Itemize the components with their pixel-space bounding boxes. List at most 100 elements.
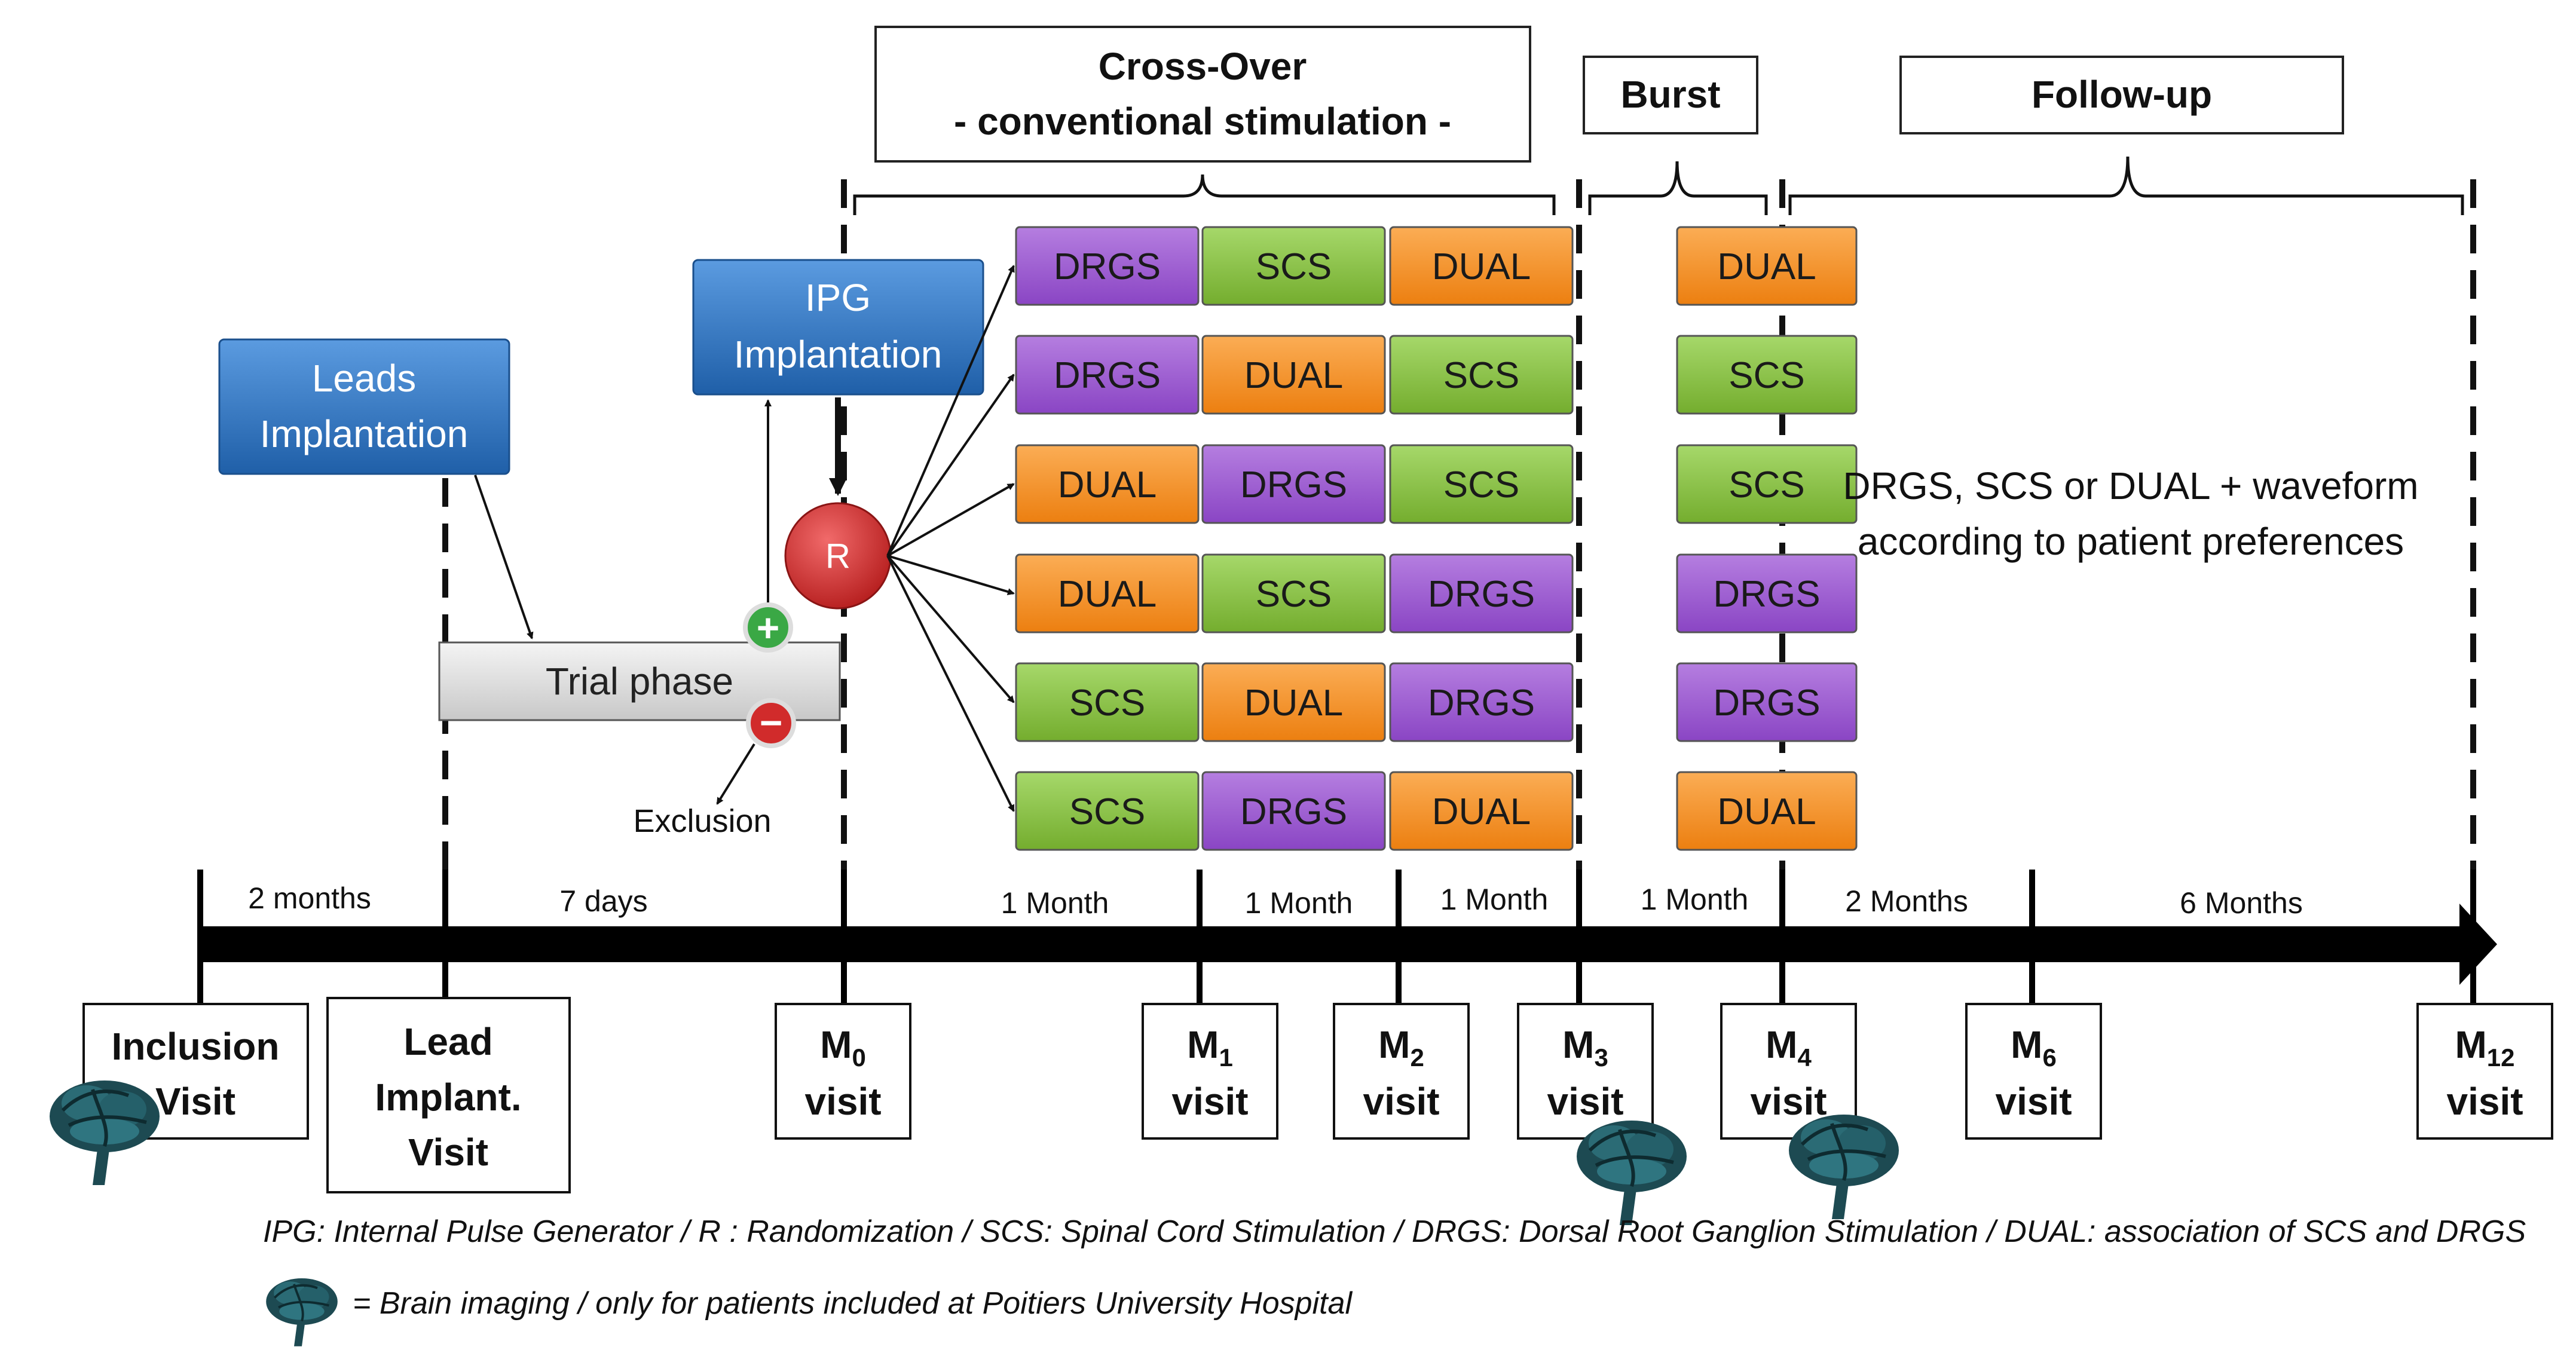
duration-label: 1 Month (1641, 883, 1749, 916)
randomization-arrow (886, 265, 1015, 556)
randomization-arrows (886, 265, 1015, 812)
visit-word: visit (1363, 1080, 1439, 1123)
sequence-label: DRGS (1054, 246, 1161, 287)
sequence-block-dual (1015, 553, 1200, 633)
visit-lead-implant: Lead Implant. Visit (326, 997, 571, 1193)
ipg-label-2: Implantation (734, 333, 943, 376)
sequence-label: SCS (1443, 464, 1519, 506)
crossover-brace (853, 174, 1556, 215)
ipg-implantation-box (692, 259, 984, 396)
sequence-grid: DRGS SCS DUAL DUAL DRGS DUAL SCS SCS DUAL DRGS SCS… (1015, 226, 1858, 851)
minus-symbol: − (760, 700, 783, 745)
sequence-block-dual (1201, 662, 1386, 742)
sequence-label: DUAL (1058, 464, 1157, 506)
randomization-label: R (825, 537, 850, 576)
visit-word: visit (1995, 1080, 2072, 1123)
sequence-label: DRGS (1713, 682, 1820, 724)
duration-label: 2 Months (1845, 884, 1968, 918)
brain-icon (1577, 1121, 1687, 1225)
randomization-arrow (887, 483, 1015, 557)
leads-label-2: Implantation (260, 412, 469, 455)
sequence-block-scs (1389, 335, 1574, 415)
trial-to-exclusion-arrow (716, 743, 755, 805)
visit-word: visit (1171, 1080, 1248, 1123)
burst-brace (1588, 161, 1768, 215)
followup-brace (1788, 156, 2464, 215)
sequence-label: SCS (1256, 574, 1332, 615)
crossover-subtitle: - conventional stimulation - (954, 100, 1451, 143)
exclusion-label: Exclusion (633, 803, 771, 839)
sequence-label: SCS (1256, 246, 1332, 287)
m-visit-boxes: M0visitM1visitM2visitM3visitM4visitM6vis… (775, 1003, 2553, 1140)
sequence-label: SCS (1443, 355, 1519, 396)
duration-label: 1 Month (1440, 883, 1549, 916)
sequence-label: DUAL (1058, 574, 1157, 615)
visit-word: visit (2446, 1080, 2523, 1123)
sequence-block-scs (1015, 662, 1200, 742)
sequence-block-drgs (1389, 662, 1574, 742)
duration-label: 1 Month (1001, 886, 1109, 920)
sequence-label: DRGS (1428, 574, 1535, 615)
visit-month-label: M0 (820, 1023, 866, 1072)
timeline-bar (200, 926, 2465, 962)
sequence-block-dual (1389, 226, 1574, 306)
sequence-block-scs (1201, 553, 1386, 633)
crossover-header-box (874, 26, 1531, 163)
sequence-block-dual (1201, 335, 1386, 415)
randomization-arrow (886, 555, 1015, 703)
duration-label: 2 months (248, 881, 371, 915)
sequence-block-scs (1676, 335, 1858, 415)
sequence-block-drgs (1015, 226, 1200, 306)
visit-word: visit (1547, 1080, 1623, 1123)
leads-label-1: Leads (312, 357, 416, 400)
visit-word: visit (804, 1080, 881, 1123)
trial-phase-label: Trial phase (546, 660, 733, 703)
sequence-block-scs (1201, 226, 1386, 306)
sequence-block-drgs (1201, 444, 1386, 524)
visit-label: Implant. (375, 1076, 521, 1119)
followup-description-1: DRGS, SCS or DUAL + waveform (1843, 464, 2418, 507)
sequence-label: SCS (1728, 355, 1804, 396)
randomization-arrow (886, 374, 1015, 557)
plus-icon (743, 602, 793, 653)
sequence-label: DRGS (1240, 464, 1347, 506)
sequence-label: DRGS (1240, 791, 1347, 832)
sequence-block-drgs (1201, 771, 1386, 851)
sequence-block-drgs (1015, 335, 1200, 415)
followup-header-box (1899, 56, 2344, 134)
visit-label: Lead (403, 1020, 492, 1063)
brain-icon (265, 1277, 339, 1348)
duration-label: 7 days (559, 884, 647, 918)
leads-to-trial-arrow (474, 475, 534, 639)
leads-implantation-box (218, 338, 510, 475)
sequence-block-scs (1389, 444, 1574, 524)
minus-icon (746, 698, 796, 748)
visit-m0: M0 visit (775, 1003, 911, 1140)
crossover-title: Cross-Over (1099, 45, 1307, 88)
sequence-label: SCS (1728, 464, 1804, 506)
sequence-block-drgs (1389, 553, 1574, 633)
sequence-block-scs (1015, 771, 1200, 851)
duration-label: 1 Month (1245, 886, 1353, 920)
randomization-arrow (887, 555, 1015, 595)
sequence-block-dual (1389, 771, 1574, 851)
sequence-block-drgs (1676, 662, 1858, 742)
sequence-label: DUAL (1432, 791, 1531, 832)
visit-label: Inclusion (112, 1025, 280, 1068)
burst-title: Burst (1620, 73, 1720, 116)
duration-label: 6 Months (2180, 886, 2303, 920)
sequence-label: DRGS (1054, 355, 1161, 396)
randomization-arrow (886, 555, 1015, 812)
sequence-label: DUAL (1244, 682, 1343, 724)
sequence-label: DUAL (1432, 246, 1531, 287)
sequence-block-dual (1015, 444, 1200, 524)
visit-label: Visit (155, 1080, 235, 1123)
legend-abbreviations: IPG: Internal Pulse Generator / R : Rand… (263, 1214, 2526, 1249)
